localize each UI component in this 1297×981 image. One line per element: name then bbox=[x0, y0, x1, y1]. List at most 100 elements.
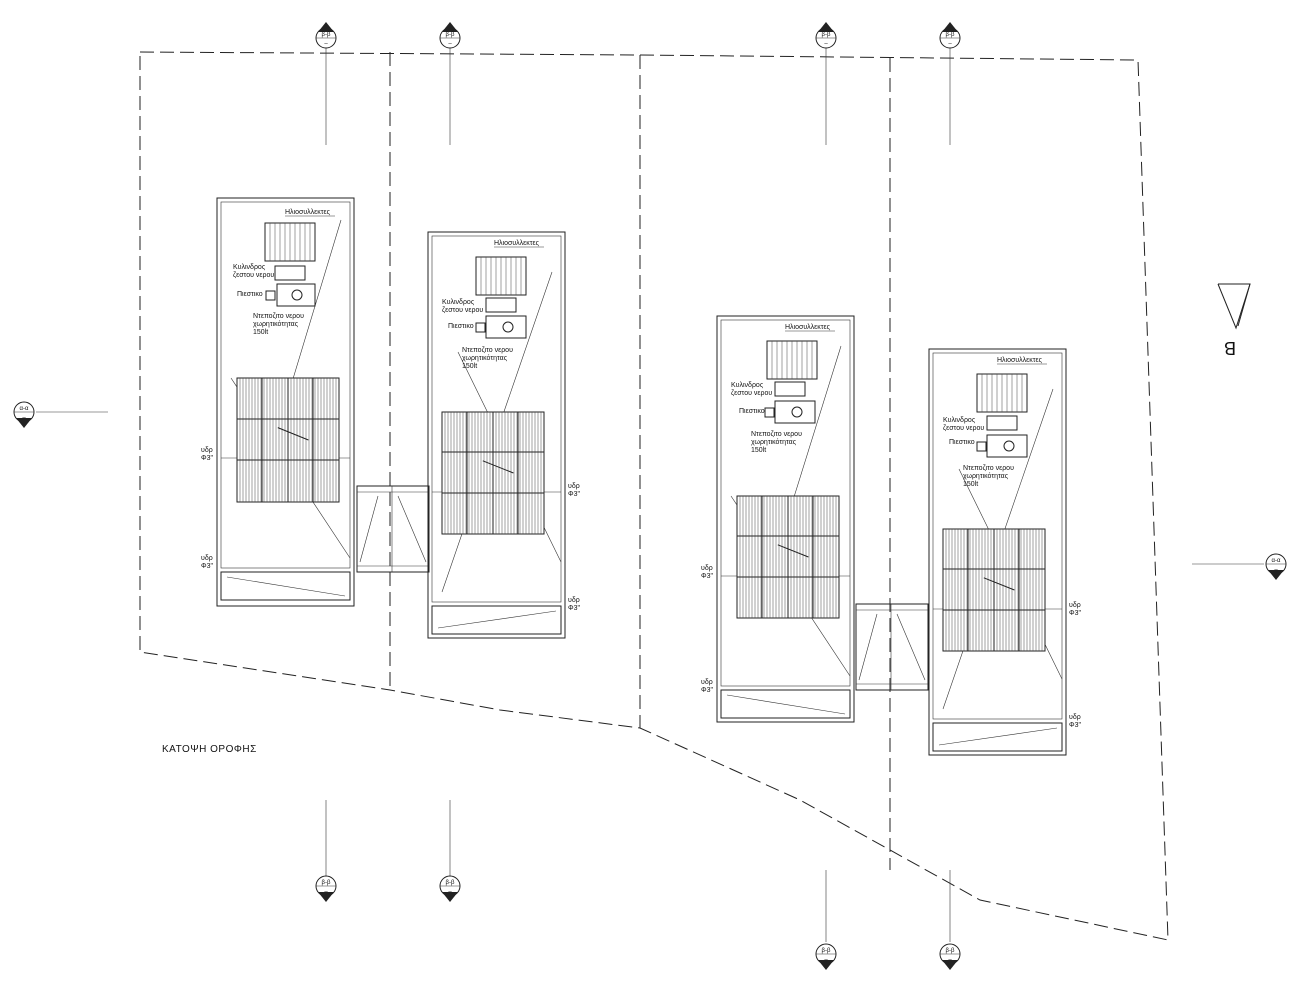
solar-collectors-label: Ηλιοσυλλεκτες bbox=[285, 209, 331, 216]
solar-collectors bbox=[976, 373, 1028, 413]
section-marker-sub: – bbox=[324, 41, 328, 47]
drain-label-1: υδρ bbox=[568, 597, 580, 604]
section-marker-label: α-α bbox=[1272, 558, 1281, 564]
section-marker-sub: – bbox=[824, 957, 828, 963]
photovoltaic-array bbox=[236, 377, 340, 503]
hot-water-cylinder bbox=[986, 415, 1018, 431]
hot-water-cylinder-label-1: Κυλινδρος bbox=[731, 382, 764, 389]
flow-arrow bbox=[777, 544, 809, 558]
hot-water-cylinder-label-1: Κυλινδρος bbox=[943, 417, 976, 424]
section-marker-label: α-α bbox=[20, 406, 29, 412]
solar-collectors-label: Ηλιοσυλλεκτες bbox=[785, 324, 831, 331]
storage-tank-label-3: 150lt bbox=[963, 481, 978, 488]
hot-water-cylinder bbox=[485, 297, 517, 313]
drain-label-1: υδρ bbox=[201, 555, 213, 562]
hot-water-cylinder-label-1: Κυλινδρος bbox=[442, 299, 475, 306]
photovoltaic-array bbox=[441, 411, 545, 535]
storage-tank-label-2: χωρητικότητας bbox=[963, 472, 1009, 480]
pressure-pump bbox=[976, 441, 987, 452]
storage-tank-label-1: Ντεποζιτο νερου bbox=[253, 313, 304, 320]
building-1: Ηλιοσυλλεκτες Κυλινδρος ζεστου νερου Πιε… bbox=[201, 197, 355, 607]
site-boundary bbox=[139, 51, 1169, 941]
section-marker-sub: – bbox=[948, 957, 952, 963]
pressure-pump-label: Πιεστικο bbox=[237, 291, 263, 298]
hot-water-cylinder-label-2: ζεστου νερου bbox=[233, 272, 274, 279]
section-marker-bottom-1: β-β – bbox=[315, 875, 337, 902]
section-marker-sub: – bbox=[324, 889, 328, 895]
section-marker-top-4: β-β – bbox=[939, 22, 961, 49]
section-marker-sub: – bbox=[1274, 567, 1278, 573]
pressure-pump-label: Πιεστικο bbox=[739, 408, 765, 415]
storage-tank-label-1: Ντεποζιτο νερου bbox=[751, 431, 802, 438]
section-marker-label: β-β bbox=[446, 880, 455, 886]
hot-water-cylinder-label-2: ζεστου νερου bbox=[943, 425, 984, 432]
hot-water-cylinder-label-1: Κυλινδρος bbox=[233, 264, 266, 271]
hot-water-cylinder bbox=[774, 381, 806, 397]
storage-tank-label-3: 150lt bbox=[462, 363, 477, 370]
flow-arrow bbox=[277, 427, 309, 441]
drawing-title: ΚΑΤΟΨΗ ΟΡΟΦΗΣ bbox=[162, 744, 257, 755]
section-marker-label: β-β bbox=[322, 880, 331, 886]
drain-label-2: Φ3" bbox=[568, 605, 580, 612]
storage-tank-label-3: 150lt bbox=[751, 447, 766, 454]
drain-label-1: υδρ bbox=[1069, 714, 1081, 721]
section-marker-sub: – bbox=[948, 41, 952, 47]
drain-label-1: υδρ bbox=[701, 565, 713, 572]
section-marker-bottom-4: β-β – bbox=[939, 943, 961, 970]
storage-tank bbox=[485, 315, 527, 339]
storage-tank bbox=[986, 434, 1028, 458]
north-arrow-icon bbox=[1217, 283, 1251, 330]
hot-water-cylinder-label-2: ζεστου νερου bbox=[731, 390, 772, 397]
building-4: Ηλιοσυλλεκτες Κυλινδρος ζεστου νερου Πιε… bbox=[928, 348, 1081, 756]
photovoltaic-array bbox=[942, 528, 1046, 652]
section-marker-left: α-α – bbox=[13, 401, 35, 428]
storage-tank-label-2: χωρητικότητας bbox=[751, 438, 797, 446]
hot-water-cylinder-label-2: ζεστου νερου bbox=[442, 307, 483, 314]
pressure-pump bbox=[475, 322, 486, 333]
section-marker-bottom-3: β-β – bbox=[815, 943, 837, 970]
section-marker-label: β-β bbox=[322, 32, 331, 38]
drain-label-2: Φ3" bbox=[701, 687, 713, 694]
section-marker-sub: – bbox=[824, 41, 828, 47]
section-marker-top-2: β-β – bbox=[439, 22, 461, 49]
drain-label-2: Φ3" bbox=[1069, 610, 1081, 617]
section-lines bbox=[36, 48, 1264, 942]
north-label: Β bbox=[1224, 338, 1236, 358]
drain-label-1: υδρ bbox=[201, 447, 213, 454]
drain-label-2: Φ3" bbox=[201, 563, 213, 570]
section-marker-sub: – bbox=[448, 41, 452, 47]
section-marker-top-3: β-β – bbox=[815, 22, 837, 49]
section-marker-right: α-α – bbox=[1265, 553, 1287, 580]
building-3: Ηλιοσυλλεκτες Κυλινδρος ζεστου νερου Πιε… bbox=[701, 315, 855, 723]
pressure-pump bbox=[764, 407, 775, 418]
hot-water-cylinder bbox=[274, 265, 306, 281]
drain-label-2: Φ3" bbox=[1069, 722, 1081, 729]
solar-collectors-label: Ηλιοσυλλεκτες bbox=[997, 357, 1043, 364]
building-2: Ηλιοσυλλεκτες Κυλινδρος ζεστου νερου Πιε… bbox=[427, 231, 580, 639]
section-marker-label: β-β bbox=[946, 32, 955, 38]
storage-tank-label-1: Ντεποζιτο νερου bbox=[462, 347, 513, 354]
section-marker-label: β-β bbox=[822, 32, 831, 38]
section-marker-label: β-β bbox=[946, 948, 955, 954]
drain-label-1: υδρ bbox=[701, 679, 713, 686]
drain-label-1: υδρ bbox=[1069, 602, 1081, 609]
storage-tank-label-1: Ντεποζιτο νερου bbox=[963, 465, 1014, 472]
solar-collectors bbox=[264, 222, 316, 262]
section-marker-top-1: β-β – bbox=[315, 22, 337, 49]
pressure-pump bbox=[265, 290, 276, 301]
section-marker-label: β-β bbox=[446, 32, 455, 38]
solar-collectors-label: Ηλιοσυλλεκτες bbox=[494, 240, 540, 247]
storage-tank-label-3: 150lt bbox=[253, 329, 268, 336]
storage-tank bbox=[276, 283, 316, 307]
section-marker-label: β-β bbox=[822, 948, 831, 954]
pressure-pump-label: Πιεστικο bbox=[949, 439, 975, 446]
photovoltaic-array bbox=[736, 495, 840, 619]
storage-tank-label-2: χωρητικότητας bbox=[462, 354, 508, 362]
pressure-pump-label: Πιεστικο bbox=[448, 323, 474, 330]
flow-arrow bbox=[482, 460, 514, 474]
section-marker-bottom-2: β-β – bbox=[439, 875, 461, 902]
solar-collectors bbox=[766, 340, 818, 380]
drain-label-2: Φ3" bbox=[701, 573, 713, 580]
section-marker-sub: – bbox=[22, 415, 26, 421]
flow-arrow bbox=[983, 577, 1015, 591]
